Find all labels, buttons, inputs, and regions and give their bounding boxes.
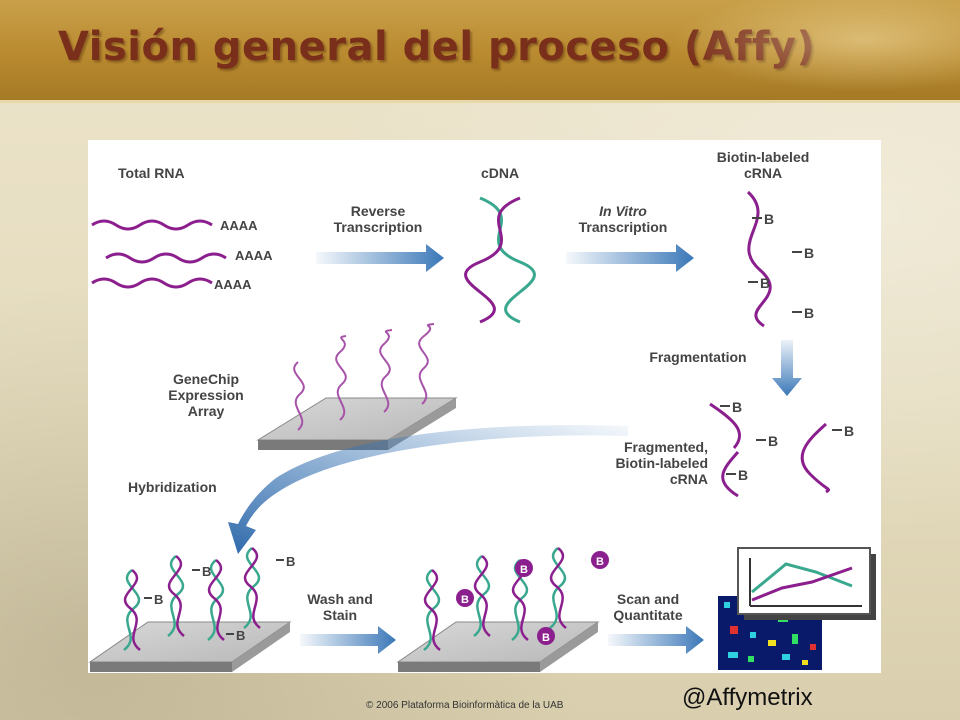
stain-markers: B B B B (456, 551, 609, 645)
svg-text:B: B (764, 211, 774, 227)
svg-text:B: B (804, 305, 814, 321)
poly-a-tail: AAAA (235, 248, 273, 263)
fragmented-crna (709, 402, 831, 498)
label-biotin-crna: Biotin-labeled (717, 149, 810, 165)
svg-text:B: B (844, 423, 854, 439)
label-in-vitro-2: Transcription (579, 219, 668, 235)
arrow-hybridization (228, 425, 628, 554)
rna-strand (91, 219, 213, 231)
label-wash-stain: Wash and (307, 591, 373, 607)
label-biotin-crna-2: cRNA (744, 165, 782, 181)
label-total-rna: Total RNA (118, 165, 185, 181)
svg-text:B: B (768, 433, 778, 449)
svg-text:B: B (804, 245, 814, 261)
label-fragmented-crna: Fragmented, (624, 439, 708, 455)
process-diagram: Total RNA AAAA AAAA AAAA Reverse Transcr… (88, 149, 876, 672)
svg-text:B: B (236, 628, 245, 643)
svg-text:B: B (542, 632, 550, 644)
label-hybridization: Hybridization (128, 479, 217, 495)
label-genechip-2: Expression (168, 387, 243, 403)
stained-array: B B B B (396, 547, 609, 672)
title-bar: Visión general del proceso (Affy) (0, 0, 960, 103)
label-cdna: cDNA (481, 165, 519, 181)
cdna-helix (464, 196, 536, 324)
label-scan-quantitate: Scan and (617, 591, 679, 607)
label-fragmentation: Fragmentation (649, 349, 746, 365)
svg-text:B: B (760, 275, 770, 291)
label-genechip: GeneChip (173, 371, 239, 387)
rna-strand (105, 252, 227, 264)
rna-strand (91, 277, 213, 289)
process-figure: Total RNA AAAA AAAA AAAA Reverse Transcr… (88, 140, 881, 673)
poly-a-tail: AAAA (220, 218, 258, 233)
arrow-wash-stain (300, 626, 396, 654)
biotin-labels-fragmented: B B B B (720, 399, 854, 483)
source-credit: @Affymetrix (682, 684, 813, 711)
slide-title: Visión general del proceso (Affy) (58, 24, 816, 70)
copyright-notice: © 2006 Plataforma Bioinformàtica de la U… (366, 700, 564, 711)
label-wash-stain-2: Stain (323, 607, 357, 623)
svg-text:B: B (154, 592, 163, 607)
svg-text:B: B (738, 467, 748, 483)
arrow-reverse-transcription (316, 244, 444, 272)
label-reverse-transcription-2: Transcription (334, 219, 423, 235)
arrow-scan-quantitate (608, 626, 704, 654)
rna-strands (91, 219, 227, 289)
hybridized-array: B B B B (88, 547, 295, 672)
svg-text:B: B (202, 564, 211, 579)
biotin-labels-crna: B B B B (748, 211, 814, 321)
expression-chart-thumbnail (737, 547, 876, 620)
label-in-vitro: In Vitro (599, 203, 647, 219)
arrow-fragmentation (772, 340, 802, 396)
svg-text:B: B (461, 594, 469, 606)
label-fragmented-crna-3: cRNA (670, 471, 708, 487)
svg-text:B: B (596, 556, 604, 568)
crna-strand (746, 190, 772, 328)
label-fragmented-crna-2: Biotin-labeled (615, 455, 708, 471)
svg-text:B: B (520, 564, 528, 576)
label-genechip-3: Array (188, 403, 225, 419)
label-reverse-transcription: Reverse (351, 203, 406, 219)
svg-text:B: B (286, 554, 295, 569)
label-scan-quantitate-2: Quantitate (613, 607, 682, 623)
genechip-array (256, 323, 458, 450)
poly-a-tail: AAAA (214, 277, 252, 292)
svg-text:B: B (732, 399, 742, 415)
arrow-in-vitro-transcription (566, 244, 694, 272)
